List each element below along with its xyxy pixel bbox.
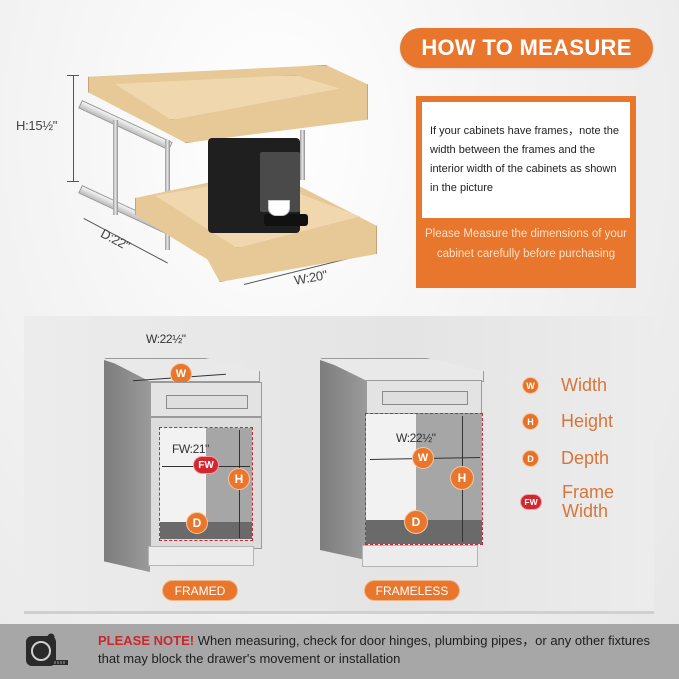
legend-width: W Width [522,376,607,395]
note-bar: PLEASE NOTE! When measuring, check for d… [0,624,679,679]
framed-cabinet: W:22½" W FW:21" FW H D [100,330,270,572]
frame-width-outline [159,427,253,541]
height-badge: H [228,468,250,490]
please-note-label: PLEASE NOTE! [98,633,195,648]
width-badge: W [412,447,434,469]
frameless-label: FRAMELESS [364,580,460,601]
coffee-cup [268,200,290,216]
frame-width-legend-icon: FW [520,494,542,510]
cabinet-side [104,360,150,572]
drawer-panel [382,391,468,405]
how-to-measure-title: HOW TO MEASURE [400,28,653,68]
tape-measure-icon [24,632,70,672]
depth-legend-icon: D [522,450,539,467]
note-message: PLEASE NOTE! When measuring, check for d… [98,632,668,668]
cabinet-toe-kick [362,545,478,567]
legend-label-line2: Width [562,501,609,521]
framed-outer-width-label: W:22½" [146,332,186,346]
legend-frame-width: FW Frame Width [520,483,614,521]
legend-depth: D Depth [522,449,609,468]
framed-frame-width-label: FW:21" [172,442,209,456]
depth-badge: D [186,512,208,534]
height-legend-icon: H [522,413,539,430]
height-tick-top [67,75,79,76]
cabinet-toe-kick [148,546,254,566]
coffee-drip-tray [264,214,308,226]
legend-label: Depth [561,448,610,468]
cabinet-floor [160,522,252,539]
frameless-inner-width-label: W:22½" [396,431,436,445]
height-dimension-line [73,75,74,181]
legend-label: Frame Width [562,483,614,521]
legend-label-line1: Frame [562,482,615,502]
legend-label: Height [561,411,614,431]
drawer-panel [166,395,248,409]
frame-width-badge: FW [193,456,219,474]
how-to-measure-box: If your cabinets have frames，note the wi… [416,96,636,288]
cabinet-opening-left [366,414,416,520]
support-post-left [113,120,118,215]
drawer-illustration: H:15½" D:22" W:20" [16,60,390,290]
width-legend-icon: W [522,377,539,394]
legend-label: Width [561,375,608,395]
depth-badge: D [404,510,428,534]
measure-instructions: If your cabinets have frames，note the wi… [422,102,630,218]
depth-dimension-label: D:22" [98,225,133,254]
note-body: When measuring, check for door hinges, p… [98,633,651,666]
interior-outline [365,413,483,545]
height-dimension-label: H:15½" [16,118,58,133]
support-post-back [300,130,305,180]
cabinet-side [320,360,366,560]
legend-height: H Height [522,412,613,431]
height-tick-bottom [67,181,79,182]
cabinet-opening-left [160,428,206,522]
frameless-cabinet: W:22½" W H D [318,358,488,568]
framed-label: FRAMED [162,580,238,601]
height-badge: H [450,466,474,490]
measure-carefully-note: Please Measure the dimensions of your ca… [425,228,627,260]
